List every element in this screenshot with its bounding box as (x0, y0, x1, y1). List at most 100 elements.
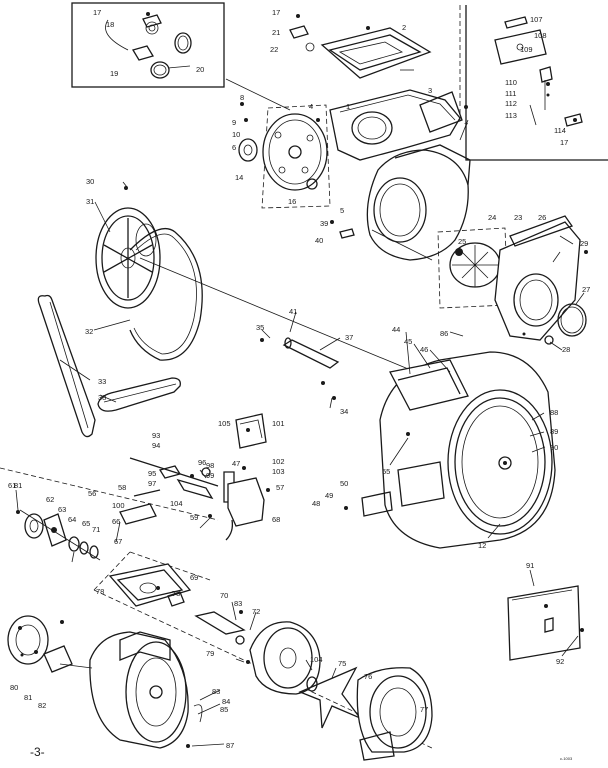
part-label: 2 (402, 23, 406, 32)
motor-83 (7, 615, 203, 749)
part-label: 39 (320, 219, 328, 228)
part-label: 67 (114, 537, 122, 546)
part-label: 108 (534, 31, 547, 40)
pulley-31-and-belts (37, 186, 203, 438)
part-label: 58 (118, 483, 126, 492)
part-label: 5 (340, 206, 344, 215)
part-label: 96 (198, 458, 206, 467)
part-label: 29 (580, 239, 588, 248)
part-label: 1 (346, 102, 350, 111)
part-label: 92 (556, 657, 564, 666)
part-label: 70 (220, 591, 228, 600)
part-number-labels: 17 18 19 20 17 21 22 2 3 4 1 7 5 8 9 10 … (8, 8, 590, 761)
blower-housing-cover (316, 89, 468, 161)
part-label: 28 (562, 345, 570, 354)
part-label: 104 (310, 655, 323, 664)
part-label: 82 (38, 701, 46, 710)
part-label: 100 (112, 501, 125, 510)
part-label: 33 (98, 377, 106, 386)
part-label: 98 (206, 461, 214, 470)
part-label: 46 (420, 345, 428, 354)
part-label: 66 (112, 517, 120, 526)
part-label: 22 (270, 45, 278, 54)
part-label: 44 (392, 325, 400, 334)
part-label: 83 (212, 687, 220, 696)
part-label: 12 (478, 541, 486, 550)
part-label: 65 (82, 519, 90, 528)
drive-wheel-14 (238, 102, 331, 209)
part-label: 17 (272, 8, 280, 17)
part-label: 95 (148, 469, 156, 478)
part-label: 80 (10, 683, 18, 692)
part-label: 59 (190, 513, 198, 522)
part-label: 72 (252, 607, 260, 616)
part-label: 45 (404, 337, 412, 346)
part-label: 3 (428, 86, 432, 95)
part-label: 8 (240, 93, 244, 102)
part-label: 94 (152, 441, 160, 450)
part-label: 91 (526, 561, 534, 570)
part-label: 38 (98, 393, 106, 402)
part-label: 57 (276, 483, 284, 492)
blower-housing-6 (330, 144, 471, 261)
fan-and-rear-panel (437, 215, 588, 345)
part-label: 86 (440, 329, 448, 338)
part-label: 110 (505, 78, 517, 87)
part-label: 21 (272, 28, 280, 37)
part-label: 88 (550, 408, 558, 417)
part-label: 79 (206, 649, 214, 658)
part-label: 20 (196, 65, 204, 74)
part-label: 30 (86, 177, 94, 186)
inset-detail-107-114 (459, 5, 608, 161)
part-label: 103 (272, 467, 285, 476)
control-linkage (119, 413, 393, 541)
part-label: 17 (560, 138, 568, 147)
bearing-assembly-62-67 (16, 509, 101, 561)
part-label: 76 (364, 672, 372, 681)
part-label: 19 (110, 69, 118, 78)
part-label: 49 (325, 491, 333, 500)
part-label: 102 (272, 457, 285, 466)
part-label: 14 (235, 173, 243, 182)
part-label: 90 (550, 443, 558, 452)
part-label: 71 (92, 525, 100, 534)
part-label: 62 (46, 495, 54, 504)
top-cover-assembly (289, 14, 432, 79)
part-label: 26 (538, 213, 546, 222)
part-label: 113 (505, 111, 517, 120)
part-label: 7 (464, 121, 468, 130)
part-label: 114 (554, 126, 566, 135)
part-label: 101 (272, 419, 285, 428)
drawing-code: c-1003 (560, 756, 573, 761)
part-label: 25 (458, 237, 466, 246)
part-label: 27 (582, 285, 590, 294)
part-label: 56 (88, 489, 96, 498)
part-label: 111 (505, 89, 516, 98)
part-label: 73 (172, 589, 180, 598)
bracket-91 (507, 585, 584, 661)
part-label: 55 (382, 467, 390, 476)
part-label: 41 (289, 307, 297, 316)
part-label: 23 (514, 213, 522, 222)
part-label: 18 (106, 20, 114, 29)
part-label: 4 (309, 102, 313, 111)
part-label: 64 (68, 515, 76, 524)
part-label: 83 (234, 599, 242, 608)
part-label: 31 (86, 197, 94, 206)
part-label: 85 (220, 705, 228, 714)
part-label: 69 (190, 573, 198, 582)
impeller-housing (194, 610, 433, 761)
part-label: 9 (232, 118, 236, 127)
leader-lines (15, 78, 585, 747)
part-label: 105 (218, 419, 231, 428)
part-label: 93 (152, 431, 160, 440)
part-label: 24 (488, 213, 496, 222)
part-label: 34 (340, 407, 348, 416)
part-label: 107 (530, 15, 543, 24)
inset-detail-17-20 (71, 2, 225, 88)
part-label: 84 (222, 697, 230, 706)
part-label: 16 (288, 197, 296, 206)
part-label: 78 (96, 587, 104, 596)
part-label: 81 (24, 693, 32, 702)
part-label: 77 (420, 705, 428, 714)
